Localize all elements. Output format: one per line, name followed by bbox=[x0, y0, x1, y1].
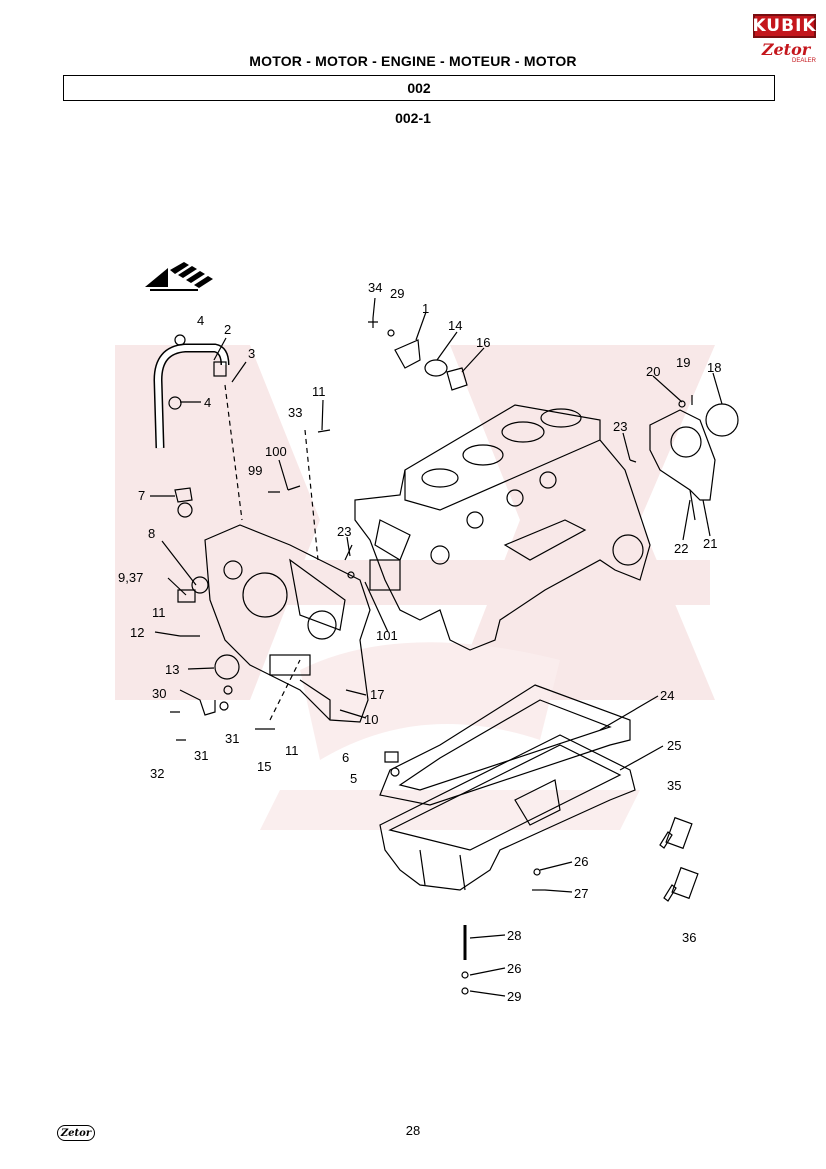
callout: 20 bbox=[646, 364, 660, 379]
section-code: 002 bbox=[63, 75, 775, 101]
callout: 30 bbox=[152, 686, 166, 701]
callout: 26 bbox=[574, 854, 588, 869]
bracket bbox=[394, 339, 421, 369]
callout: 17 bbox=[370, 687, 384, 702]
callout: 6 bbox=[342, 750, 349, 765]
callout: 15 bbox=[257, 759, 271, 774]
callout: 26 bbox=[507, 961, 521, 976]
callout: 12 bbox=[130, 625, 144, 640]
callout: 33 bbox=[288, 405, 302, 420]
callout: 11 bbox=[152, 605, 166, 620]
zetor-logo: Zetor bbox=[761, 40, 811, 59]
callout: 22 bbox=[674, 541, 688, 556]
callout: 19 bbox=[676, 355, 690, 370]
callout: 9,37 bbox=[118, 570, 143, 585]
callout: 35 bbox=[667, 778, 681, 793]
breather-hose bbox=[153, 334, 230, 449]
callout: 16 bbox=[476, 335, 490, 350]
callout-labels: 34 29 1 14 16 4 2 3 4 11 33 100 99 7 8 9… bbox=[118, 280, 721, 1004]
callout: 8 bbox=[148, 526, 155, 541]
callout: 1 bbox=[422, 301, 429, 316]
zetor-dealer-tag: DEALER bbox=[791, 58, 816, 64]
callout: 13 bbox=[165, 662, 179, 677]
callout: 4 bbox=[204, 395, 211, 410]
cylinder-block bbox=[354, 404, 651, 651]
sump-gasket bbox=[379, 684, 631, 806]
callout: 21 bbox=[703, 536, 717, 551]
callout: 31 bbox=[225, 731, 239, 746]
callout: 3 bbox=[248, 346, 255, 361]
callout: 24 bbox=[660, 688, 674, 703]
callout: 11 bbox=[312, 384, 326, 399]
callout: 100 bbox=[265, 444, 287, 459]
callout: 101 bbox=[376, 628, 398, 643]
callout: 25 bbox=[667, 738, 681, 753]
callout: 18 bbox=[707, 360, 721, 375]
watermark bbox=[115, 345, 715, 830]
callout: 28 bbox=[507, 928, 521, 943]
page-number: 28 bbox=[405, 1123, 421, 1138]
callout: 36 bbox=[682, 930, 696, 945]
callout: 31 bbox=[194, 748, 208, 763]
callout: 7 bbox=[138, 488, 145, 503]
kubik-logo: KUBIK bbox=[752, 14, 817, 38]
sensor-36 bbox=[663, 866, 699, 902]
footer-zetor-logo: Zetor bbox=[57, 1125, 95, 1141]
callout: 29 bbox=[507, 989, 521, 1004]
subsection-code: 002-1 bbox=[395, 110, 431, 126]
page-title: MOTOR - MOTOR - ENGINE - MOTEUR - MOTOR bbox=[249, 53, 577, 69]
callout: 27 bbox=[574, 886, 588, 901]
callout: 99 bbox=[248, 463, 262, 478]
callout: 23 bbox=[613, 419, 627, 434]
callout: 4 bbox=[197, 313, 204, 328]
callout: 14 bbox=[448, 318, 462, 333]
callout: 23 bbox=[337, 524, 351, 539]
o-ring bbox=[214, 654, 240, 680]
callout: 11 bbox=[285, 743, 299, 758]
sensor-35 bbox=[659, 816, 693, 850]
callout: 5 bbox=[350, 771, 357, 786]
callout: 2 bbox=[224, 322, 231, 337]
rear-plate bbox=[649, 403, 739, 521]
callout: 29 bbox=[390, 286, 404, 301]
timing-cover bbox=[204, 524, 371, 723]
callout: 10 bbox=[364, 712, 378, 727]
callout: 32 bbox=[150, 766, 164, 781]
callout: 34 bbox=[368, 280, 382, 295]
seal-ring bbox=[191, 576, 209, 594]
oil-sump bbox=[379, 734, 636, 891]
direction-arrow bbox=[145, 262, 213, 291]
